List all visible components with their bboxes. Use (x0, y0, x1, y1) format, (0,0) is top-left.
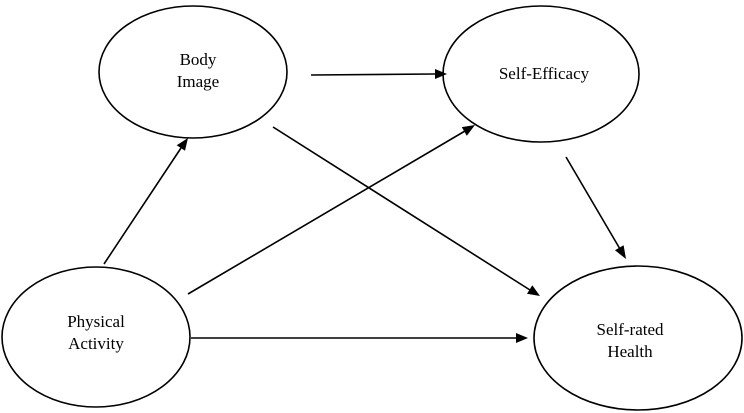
label-self-efficacy-line-1: Self-Efficacy (498, 64, 590, 83)
label-body-image-line-2: Image (176, 72, 220, 91)
edge-self-efficacy-to-self-rated-health (565, 156, 626, 259)
label-body-image: Body Image (158, 49, 238, 93)
label-body-image-line-1: Body (179, 50, 217, 69)
edge-physical-activity-to-self-rated-health (191, 333, 528, 343)
node-physical-activity (1, 266, 191, 408)
edge-physical-activity-to-body-image (103, 138, 188, 265)
label-self-rated-health-line-1: Self-rated (596, 320, 664, 339)
label-self-efficacy: Self-Efficacy (482, 63, 606, 85)
label-physical-activity-line-2: Activity (68, 334, 124, 353)
node-body-image (98, 5, 288, 139)
node-self-rated-health (533, 265, 743, 411)
label-self-rated-health: Self-rated Health (580, 319, 680, 363)
label-self-rated-health-line-2: Health (607, 342, 653, 361)
label-physical-activity-line-1: Physical (67, 312, 125, 331)
edge-body-image-to-self-efficacy (310, 69, 447, 79)
edge-body-image-to-self-rated-health (272, 126, 540, 296)
edge-physical-activity-to-self-efficacy (187, 125, 475, 295)
label-physical-activity: Physical Activity (48, 311, 144, 355)
